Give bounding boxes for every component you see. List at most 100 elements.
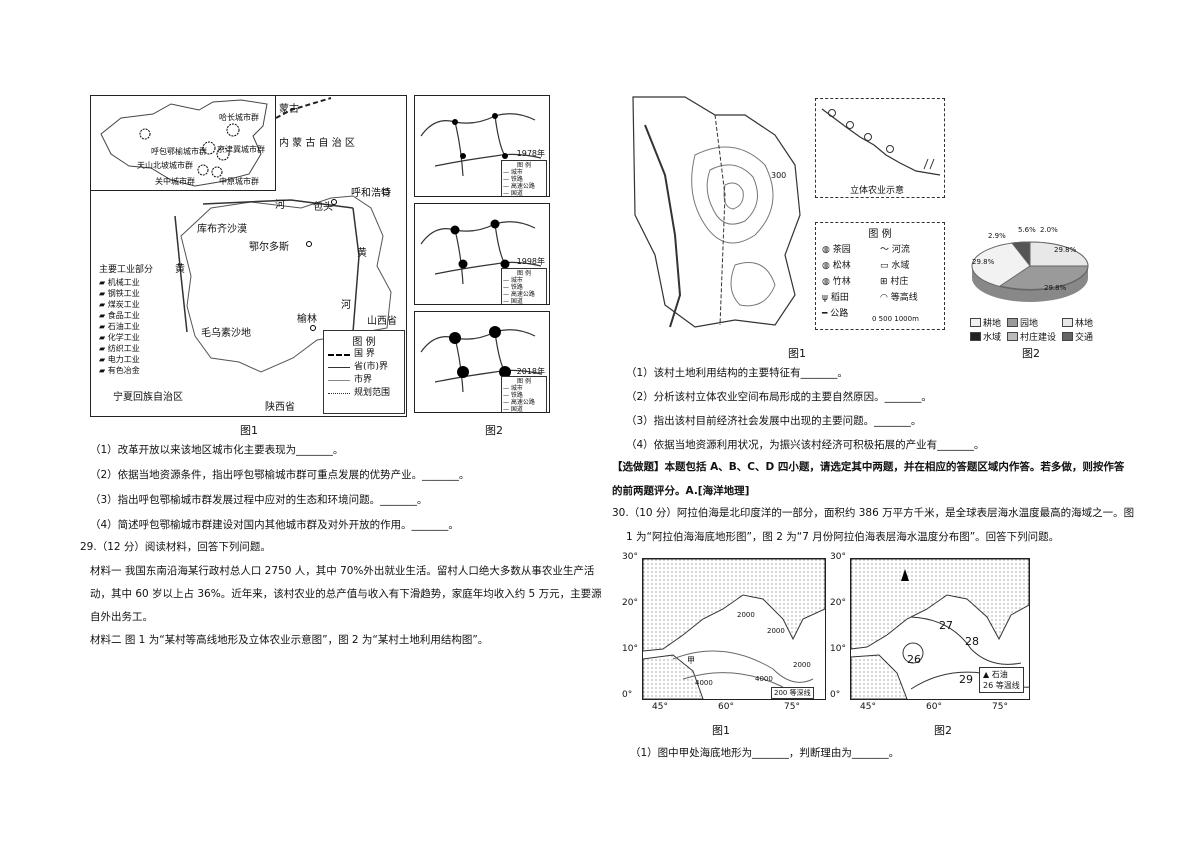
- latitude-label: 30°: [622, 552, 638, 562]
- map1-frame: 2000 2000 4000 4000 2000 甲 200 等深线: [642, 558, 826, 700]
- label-kubuqi: 库布齐沙漠: [197, 224, 247, 235]
- industry-item: ▰ 机械工业: [99, 277, 179, 288]
- year-panel-legend-item: — 城市: [503, 385, 523, 392]
- pie-legend-swatch: [1007, 332, 1019, 341]
- map2-temp-3: 29: [959, 673, 973, 686]
- year-panel: 1978年图 例— 城市— 铁路— 高速公路— 国道: [414, 95, 550, 197]
- left-fig2-caption: 图2: [485, 424, 503, 437]
- village-legend-title: 图 例: [868, 229, 892, 240]
- legend-symbol-icon: 〜: [880, 245, 892, 255]
- year-panel-legend-title: 图 例: [517, 270, 531, 277]
- map2-temp-1: 28: [965, 635, 979, 648]
- pie-legend-item: 交通: [1062, 330, 1093, 343]
- longitude-label: 45°: [652, 702, 668, 712]
- map1-depth-2: 4000: [695, 679, 713, 687]
- village-legend-item: ━ 公路: [822, 306, 880, 319]
- city-dot: [502, 153, 508, 159]
- q30-line1: 1 为“阿拉伯海海底地形图”，图 2 为“7 月份阿拉伯海表层海水温度分布图”。…: [626, 531, 1060, 543]
- city-dot: [492, 113, 498, 119]
- legend-line-symbol: [328, 353, 350, 356]
- legend-symbol-icon: ⊞: [880, 277, 891, 287]
- year-panel-legend-item: — 城市: [503, 169, 523, 176]
- industry-icon: ▰: [99, 289, 108, 298]
- q29-material: 29.（12 分）阅读材料，回答下列问题。 材料一 我国东南沿海某行政村总人口 …: [80, 540, 602, 647]
- longitude-label: 75°: [784, 702, 800, 712]
- pie-legend-item: 林地: [1062, 316, 1093, 329]
- terrace-diagram: 立体农业示意: [815, 98, 945, 198]
- year-panel-svg: [420, 219, 542, 285]
- industry-item: ▰ 石油工业: [99, 321, 179, 332]
- pie-legend-swatch: [970, 332, 981, 341]
- longitude-label: 60°: [718, 702, 734, 712]
- industry-icon: ▰: [99, 366, 108, 375]
- q29-m1-line0: 材料一 我国东南沿海某行政村总人口 2750 人，其中 70%外出就业生活。留村…: [90, 565, 595, 577]
- label-mawusu: 毛乌素沙地: [201, 328, 251, 339]
- industry-icon: ▰: [99, 300, 108, 309]
- pie-legend-swatch: [970, 318, 981, 327]
- label-ningxia: 宁夏回族自治区: [113, 392, 183, 403]
- year-panel-legend-item: — 城市: [503, 277, 523, 284]
- map2-legend-oil-label: 石油: [991, 670, 1008, 679]
- industry-item: ▰ 煤炭工业: [99, 299, 179, 310]
- pie-legend-item: 耕地: [970, 316, 1001, 329]
- china-outline-svg: [100, 99, 268, 187]
- industry-label: 食品工业: [107, 311, 140, 320]
- terrace-svg: [821, 108, 941, 176]
- border-legend-item: 省(市)界: [324, 361, 404, 374]
- legend-line-symbol: [328, 367, 350, 368]
- year-panel-legend-title: 图 例: [517, 162, 531, 169]
- year-panel-legend-item: — 高速公路: [503, 291, 535, 298]
- legend-line-label: 规划范围: [354, 388, 391, 398]
- year-panel-legend-item: — 铁路: [503, 176, 523, 183]
- village-legend-label: 村庄: [890, 277, 909, 287]
- latitude-label: 10°: [622, 644, 638, 654]
- q28-questions: （1）改革开放以来该地区城市化主要表现为_______。 （2）依据当地资源条件…: [90, 443, 590, 532]
- city-dot: [489, 326, 501, 338]
- q30-map2-caption: 图2: [934, 724, 952, 737]
- q28-3: （3）指出呼包鄂榆城市群发展过程中应对的生态和环境问题。_______。: [90, 494, 428, 506]
- label-he2: 河: [341, 300, 351, 311]
- pie-pct-3: 29.8%: [1054, 246, 1077, 254]
- year-panel-legend-item: — 高速公路: [503, 399, 535, 406]
- right-fig1-caption: 图1: [788, 347, 806, 360]
- pie-legend-label: 园地: [1020, 319, 1039, 329]
- village-legend-label: 河流: [891, 245, 910, 255]
- right-fig2-caption: 图2: [1022, 347, 1040, 360]
- longitude-label: 45°: [860, 702, 876, 712]
- industry-icon: ▰: [99, 333, 108, 342]
- q30-line0: 30.（10 分）阿拉伯海是北印度洋的一部分，面积约 386 万平方千米，是全球…: [612, 507, 1135, 519]
- year-panel-legend-item: — 国道: [503, 406, 523, 413]
- industry-label: 机械工业: [107, 278, 140, 287]
- industry-item: ▰ 化学工业: [99, 332, 179, 343]
- scale-text: 0 500 1000m: [872, 315, 919, 323]
- map2-temp-0: 27: [939, 619, 953, 632]
- industry-icon: ▰: [99, 322, 108, 331]
- border-legend-item: 国 界: [324, 348, 404, 361]
- city-dot: [490, 219, 500, 229]
- city-dot: [450, 225, 460, 235]
- village-legend-label: 稻田: [830, 293, 849, 303]
- pie-legend-label: 水域: [983, 333, 1002, 343]
- legend-line-label: 省(市)界: [354, 362, 389, 372]
- right-figure1-village-map: 300: [625, 95, 805, 330]
- left-figure1-map: 哈长城市群 呼包鄂榆城市群 京津冀城市群 天山北坡城市群 关中城市群 中原城市群…: [90, 95, 407, 417]
- legend-line-symbol: [328, 393, 350, 394]
- q29-m1-line2: 自外出务工。: [90, 611, 153, 623]
- region-map-svg: [174, 97, 392, 373]
- optional-section: 【选做题】本题包括 A、B、C、D 四小题，请选定其中两题，并在相应的答题区域内…: [612, 460, 1172, 498]
- longitude-label: 75°: [992, 702, 1008, 712]
- year-panel-legend: 图 例— 城市— 铁路— 高速公路— 国道: [501, 160, 547, 196]
- legend-line-symbol: [328, 380, 350, 381]
- pie-legend-swatch: [1062, 318, 1074, 327]
- map1-jia: 甲: [687, 656, 695, 665]
- year-panel: 2018年图 例— 城市— 铁路— 高速公路— 国道: [414, 311, 550, 413]
- village-legend-label: 等高线: [890, 293, 918, 303]
- pie-legend-item: 村庄建设: [1007, 330, 1056, 343]
- year-panel: 1998年图 例— 城市— 铁路— 高速公路— 国道: [414, 203, 550, 305]
- village-legend-item: ◍ 茶园: [822, 242, 880, 255]
- legend-symbol-icon: ◍: [822, 245, 833, 255]
- terrace-caption: 立体农业示意: [850, 186, 905, 196]
- q29-q4: （4）依据当地资源利用状况，为振兴该村经济可积极拓展的产业有_______。: [626, 439, 985, 451]
